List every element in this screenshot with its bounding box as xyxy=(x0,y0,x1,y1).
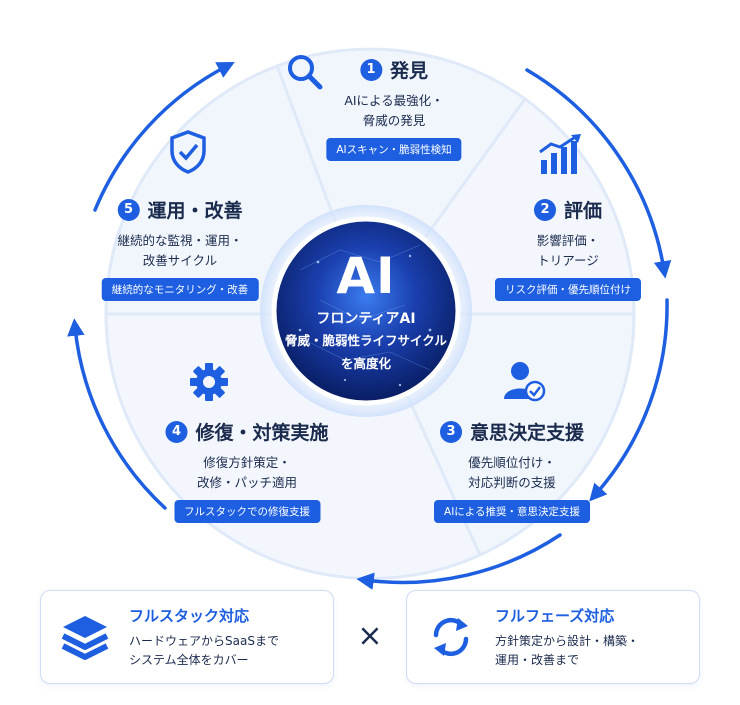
stage-description: 対応判断の支援 xyxy=(468,475,556,490)
stage-description: 継続的な監視・運用・ xyxy=(117,233,243,248)
card-title: フルスタック対応 xyxy=(129,606,250,625)
stage-number-badge: 3 xyxy=(439,420,462,443)
shield-check-icon xyxy=(170,130,206,174)
arrow-discover-to-evaluate xyxy=(525,68,672,279)
stage-description: AIによる最強化・ xyxy=(344,93,444,108)
fullstack-card: フルスタック対応 ハードウェアからSaaSまで システム全体をカバー xyxy=(40,590,334,684)
fullphase-card: フルフェーズ対応 方針策定から設計・構築・ 運用・改善まで xyxy=(406,590,700,684)
stage-title: 評価 xyxy=(563,200,602,222)
multiply-symbol: × xyxy=(357,618,383,654)
stage-title: 修復・対策実施 xyxy=(195,422,329,444)
core-name: フロンティアAI xyxy=(316,311,416,327)
user-check-icon xyxy=(504,362,546,402)
core-title: AI xyxy=(336,247,396,305)
stage-tag: 継続的なモニタリング・改善 xyxy=(101,278,259,301)
card-description: ハードウェアからSaaSまで xyxy=(129,633,279,648)
stage-remediation: 4 修復・対策実施 修復方針策定・ 改修・パッチ適用 フルスタックでの修復支援 xyxy=(165,418,329,523)
stage-description: 影響評価・ xyxy=(536,233,600,248)
stage-tag: AIスキャン・脆弱性検知 xyxy=(326,138,462,161)
stage-description: 脅威の発見 xyxy=(362,113,426,128)
core-label: AI フロンティアAI 脅威・脆弱性ライフサイクル を高度化 xyxy=(285,248,447,374)
arrow-decision-to-remediate xyxy=(356,533,562,590)
cycle-arrows xyxy=(67,61,672,590)
stage-description: 改修・パッチ適用 xyxy=(196,475,298,490)
stage-description: 優先順位付け・ xyxy=(468,455,556,470)
card-description: 方針策定から設計・構築・ xyxy=(495,633,640,648)
stage-number-badge: 1 xyxy=(359,58,382,81)
stage-discover: 1 発見 AIによる最強化・ 脅威の発見 AIスキャン・脆弱性検知 xyxy=(326,56,462,161)
stage-number-badge: 5 xyxy=(117,198,140,221)
bar-chart-icon xyxy=(539,134,581,174)
core-subtitle: を高度化 xyxy=(340,356,392,371)
magnifier-icon xyxy=(288,55,323,90)
stage-description: 修復方針策定・ xyxy=(203,455,291,470)
stage-number-badge: 2 xyxy=(533,198,556,221)
stage-number-badge: 4 xyxy=(165,420,188,443)
cycle-arrows-icon xyxy=(433,617,469,657)
stage-tag: リスク評価・優先順位付け xyxy=(495,278,641,301)
stage-operations: 5 運用・改善 継続的な監視・運用・ 改善サイクル 継続的なモニタリング・改善 xyxy=(101,196,259,301)
stage-title: 発見 xyxy=(389,60,428,82)
arrow-operate-to-discover xyxy=(93,61,235,212)
stage-description: 改善サイクル xyxy=(142,253,218,268)
card-description: システム全体をカバー xyxy=(129,652,249,667)
core-circle xyxy=(271,216,461,406)
arrow-evaluate-to-decision xyxy=(589,298,669,502)
stage-tag: AIによる推奨・意思決定支援 xyxy=(434,500,590,523)
card-title: フルフェーズ対応 xyxy=(495,606,615,625)
stage-description: トリアージ xyxy=(537,253,599,268)
stacked-layers-icon xyxy=(61,616,109,660)
card-description: 運用・改善まで xyxy=(495,652,580,667)
stage-title: 運用・改善 xyxy=(147,200,243,222)
arrow-remediate-to-operate xyxy=(67,318,167,510)
stage-evaluate: 2 評価 影響評価・ トリアージ リスク評価・優先順位付け xyxy=(495,196,641,301)
stage-title: 意思決定支援 xyxy=(469,422,584,444)
gear-icon xyxy=(190,363,228,401)
stage-tag: フルスタックでの修復支援 xyxy=(173,500,320,523)
core-network-pattern xyxy=(299,244,431,371)
stage-decision-support: 3 意思決定支援 優先順位付け・ 対応判断の支援 AIによる推奨・意思決定支援 xyxy=(434,418,590,523)
core-sparkles xyxy=(298,254,432,387)
core-subtitle: 脅威・脆弱性ライフサイクル xyxy=(285,333,447,348)
